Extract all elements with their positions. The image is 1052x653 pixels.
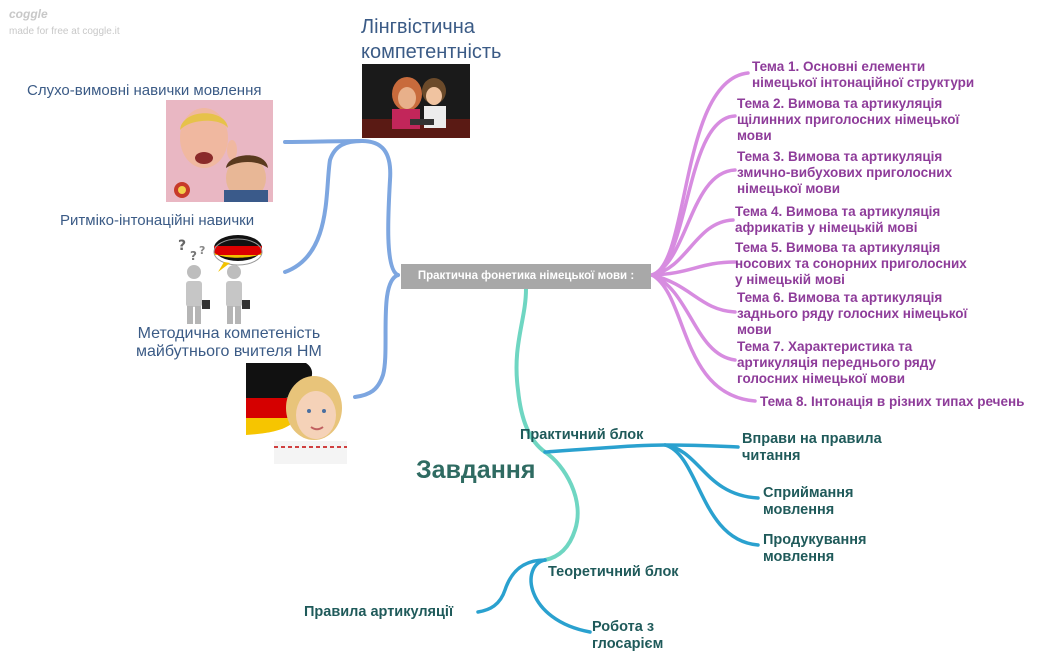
line-to-practical (514, 287, 547, 454)
coggle-credit[interactable]: made for free at coggle.it (9, 26, 120, 37)
central-node[interactable]: Практична фонетика німецької мови : (401, 264, 651, 289)
svg-text:?: ? (190, 249, 197, 263)
line-to-reading-rules (543, 443, 740, 454)
topic-6[interactable]: Тема 6. Вимова та артикуляція заднього р… (737, 290, 967, 334)
topic-3-line1: Тема 3. Вимова та артикуляція (737, 149, 943, 164)
line-topic-6 (650, 273, 737, 314)
topic-5-line2: носових та сонорних приголосних (735, 256, 967, 271)
topic-2-line3: мови (737, 128, 772, 143)
topic-7[interactable]: Тема 7. Характеристика та артикуляція пе… (737, 339, 936, 387)
left-branch-lines (283, 139, 400, 399)
topic-5-line3: у німецькій мові (735, 272, 845, 287)
children-laptop-photo[interactable] (362, 64, 470, 138)
speech-production[interactable]: Продукування мовлення (763, 532, 866, 566)
methodic-competence-label[interactable]: Методична компетеність майбутнього вчите… (136, 325, 322, 361)
topic-6-line2: заднього ряду голосних німецької (737, 306, 968, 321)
topic-1[interactable]: Тема 1. Основні елементи німецької інтон… (752, 59, 974, 91)
speech-perception-line2: мовлення (763, 502, 835, 518)
glossary-work[interactable]: Робота з глосарієм (592, 619, 663, 653)
line-to-glossary (529, 558, 592, 634)
line-to-production (663, 443, 760, 547)
topic-7-line1: Тема 7. Характеристика та (737, 339, 913, 354)
methodic-label-line1: Методична компетеність (137, 325, 321, 342)
glossary-work-line1: Робота з (592, 619, 655, 635)
speech-production-line2: мовлення (763, 549, 835, 565)
speech-perception-line1: Сприймання (763, 485, 854, 501)
bottom-branch-lines (514, 287, 580, 562)
topic-8[interactable]: Тема 8. Інтонація в різних типах речень (760, 394, 1024, 410)
topic-1-line2: німецької інтонаційної структури (752, 75, 975, 90)
topic-4[interactable]: Тема 4. Вимова та артикуляція африкатів … (735, 204, 940, 236)
reading-rules-line2: читання (742, 448, 801, 464)
line-topic-4 (650, 218, 735, 277)
topic-8-line1: Тема 8. Інтонація в різних типах речень (760, 394, 1025, 409)
topic-2-line2: щілинних приголосних німецької (737, 112, 960, 127)
glossary-work-line2: глосарієм (592, 636, 664, 652)
linguistic-competence-title[interactable]: Лінгвістична компетентність (361, 15, 501, 65)
methodic-label-line2: майбутнього вчителя НМ (136, 343, 322, 360)
topic-1-line1: Тема 1. Основні елементи (752, 59, 926, 74)
speech-perception[interactable]: Сприймання мовлення (763, 485, 854, 519)
topic-5-line1: Тема 5. Вимова та артикуляція (735, 240, 941, 255)
line-topic-7 (650, 273, 737, 362)
topic-3[interactable]: Тема 3. Вимова та артикуляція змично-виб… (737, 149, 952, 197)
line-topic-1 (650, 71, 750, 277)
topic-6-line3: мови (737, 322, 772, 334)
auditory-skills-label[interactable]: Слухо-вимовні навички мовлення (27, 82, 262, 99)
line-to-auditory (283, 139, 364, 144)
topic-7-line2: артикуляція переднього ряду (737, 355, 937, 370)
svg-text:?: ? (178, 238, 186, 254)
line-to-perception (663, 443, 760, 500)
topic-6-line1: Тема 6. Вимова та артикуляція (737, 290, 943, 305)
line-topic-3 (650, 168, 737, 277)
line-to-articulation-rules (476, 558, 547, 614)
girl-german-flag-photo[interactable] (246, 363, 347, 464)
topic-2-line1: Тема 2. Вимова та артикуляція (737, 96, 943, 111)
listening-ear-photo[interactable] (166, 100, 273, 202)
topic-3-line3: німецької мови (737, 181, 841, 196)
reading-rules-exercises[interactable]: Вправи на правила читання (742, 431, 882, 465)
topic-3-line2: змично-вибухових приголосних (737, 165, 953, 180)
svg-text:?: ? (199, 244, 205, 257)
topic-2[interactable]: Тема 2. Вимова та артикуляція щілинних п… (737, 96, 959, 144)
line-topic-2 (650, 114, 737, 277)
line-topic-5 (650, 260, 737, 277)
articulation-rules-line1: Правила артикуляції (304, 604, 454, 620)
line-topic-8 (650, 273, 757, 403)
line-to-methodic (353, 273, 400, 399)
coggle-logo[interactable]: coggle (9, 7, 48, 21)
practical-block-label[interactable]: Практичний блок (520, 427, 644, 443)
line-to-theoretical (543, 450, 580, 562)
articulation-rules[interactable]: Правила артикуляції (304, 604, 453, 621)
right-branch-lines (650, 71, 757, 403)
topic-5[interactable]: Тема 5. Вимова та артикуляція носових та… (735, 240, 967, 288)
linguistic-title-line2: компетентність (361, 41, 502, 63)
reading-rules-line1: Вправи на правила (742, 431, 882, 447)
german-speech-figures[interactable]: ? ? ? (166, 232, 272, 327)
sub-branch-lines (476, 443, 760, 634)
topic-4-line2: африкатів у німецькій мові (735, 220, 918, 235)
topic-4-line1: Тема 4. Вимова та артикуляція (735, 204, 941, 219)
line-to-linguistic (360, 139, 400, 277)
tasks-title[interactable]: Завдання (416, 456, 536, 484)
topic-7-line3: голосних німецької мови (737, 371, 906, 386)
speech-production-line1: Продукування (763, 532, 867, 548)
linguistic-title-line1: Лінгвістична (361, 16, 475, 38)
theoretical-block-label[interactable]: Теоретичний блок (548, 564, 679, 580)
line-to-rhythm (283, 139, 364, 274)
rhythm-skills-label[interactable]: Ритміко-інтонаційні навички (60, 212, 255, 229)
